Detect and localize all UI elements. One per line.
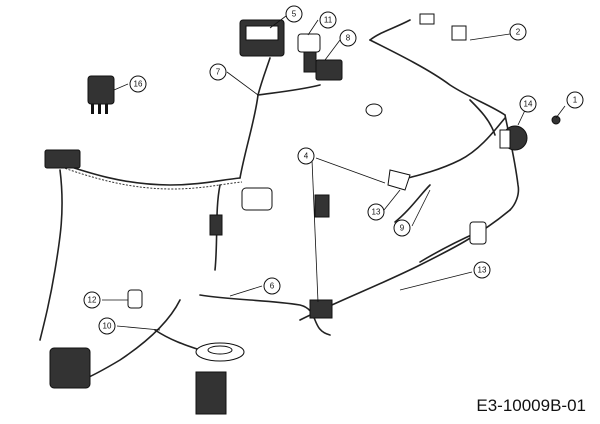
connector-mid — [209, 194, 330, 236]
bolt-1 — [551, 115, 561, 125]
callout-14: 14 — [519, 95, 537, 113]
pulley-assembly — [195, 342, 245, 415]
callout-8: 8 — [339, 29, 357, 47]
callout-16: 16 — [129, 75, 147, 93]
callout-1: 1 — [566, 91, 584, 109]
svg-text:6: 6 — [270, 282, 275, 291]
relay — [87, 75, 115, 114]
callout-12: 12 — [83, 291, 101, 309]
callout-13-upper: 13 — [367, 203, 385, 221]
svg-text:9: 9 — [400, 224, 405, 233]
connector-11 — [297, 33, 321, 73]
svg-text:11: 11 — [324, 16, 333, 25]
callout-6: 6 — [263, 277, 281, 295]
svg-text:13: 13 — [478, 266, 487, 275]
drawing-code: E3-10009B-01 — [476, 396, 586, 415]
svg-text:8: 8 — [346, 34, 351, 43]
leader-lines — [102, 15, 566, 331]
grommet — [365, 103, 383, 117]
callout-5: 5 — [285, 5, 303, 23]
callout-9: 9 — [393, 219, 411, 237]
svg-text:5: 5 — [292, 10, 297, 19]
connector-left — [44, 149, 81, 169]
svg-text:4: 4 — [304, 152, 309, 161]
callout-4: 4 — [297, 147, 315, 165]
svg-text:12: 12 — [88, 296, 97, 305]
switch-8 — [315, 59, 343, 81]
callout-13-lower: 13 — [473, 261, 491, 279]
fuse-holder — [469, 221, 487, 245]
svg-text:16: 16 — [134, 80, 143, 89]
connector-bottom — [309, 299, 333, 319]
svg-text:10: 10 — [103, 322, 112, 331]
pto-switch-left — [49, 347, 91, 389]
callout-7: 7 — [209, 63, 227, 81]
svg-text:14: 14 — [524, 100, 533, 109]
capacitor-12 — [127, 289, 143, 309]
svg-text:13: 13 — [372, 208, 381, 217]
bracket-4 — [387, 169, 411, 191]
connector-center — [241, 187, 273, 211]
callout-2: 2 — [509, 23, 527, 41]
sensor-14 — [499, 125, 528, 151]
callout-11: 11 — [319, 11, 337, 29]
svg-text:7: 7 — [216, 68, 221, 77]
callout-10: 10 — [98, 317, 116, 335]
ignition-switch — [239, 19, 285, 57]
svg-text:2: 2 — [516, 28, 521, 37]
svg-text:1: 1 — [573, 96, 578, 105]
connector-2 — [419, 13, 467, 41]
